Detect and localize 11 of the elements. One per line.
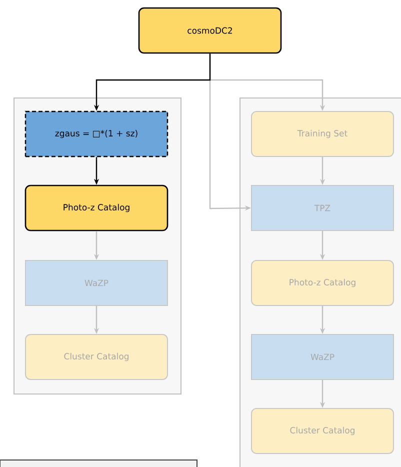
process-box: TPZ [251,185,394,231]
data-box: Training Set [251,111,394,157]
data-box: Photo-z Catalog [251,260,394,306]
data-box: Photo-z Catalog [24,184,168,232]
data-box: Cluster Catalog [25,334,168,380]
panel [0,460,198,467]
process-box: WaZP [251,334,394,380]
data-box: Cluster Catalog [251,408,394,454]
data-box: cosmoDC2 [138,7,282,54]
process-box: WaZP [25,260,168,306]
process-box: zgaus = □*(1 + sz) [24,110,168,158]
